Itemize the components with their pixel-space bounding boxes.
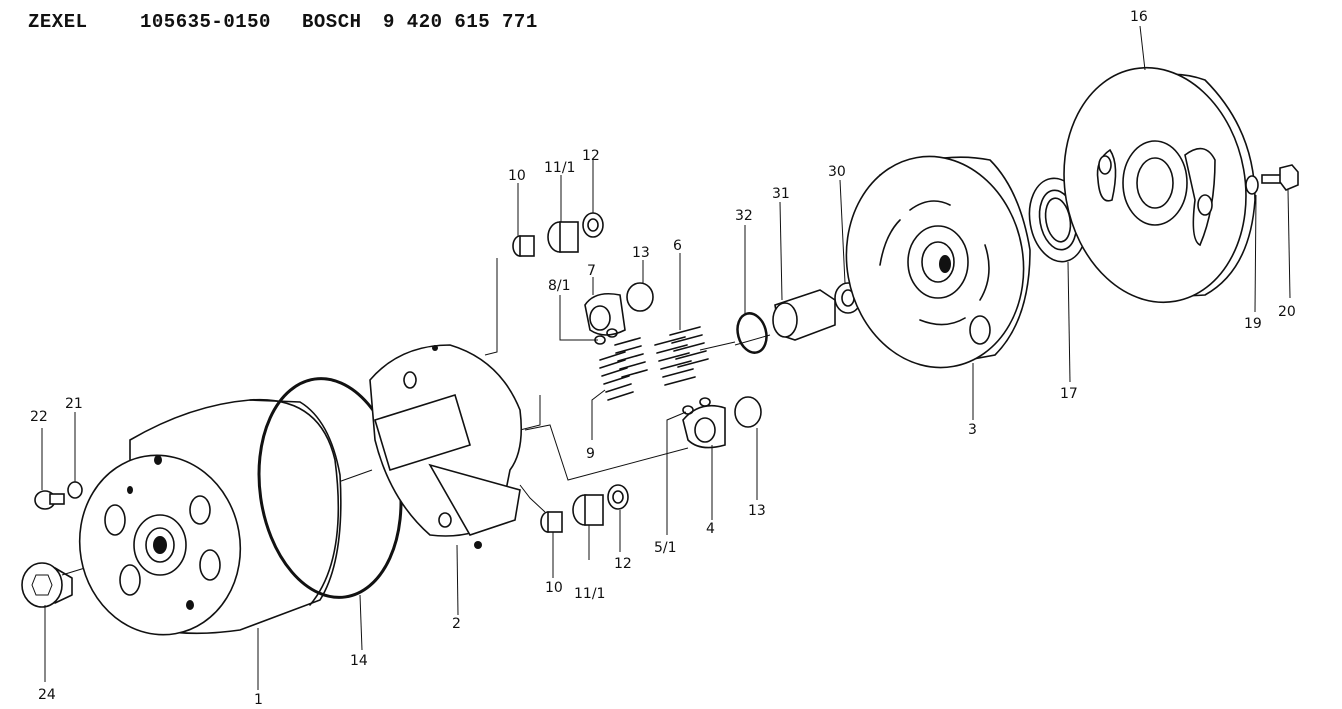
part-19-washer — [1245, 175, 1259, 195]
callout-9: 9 — [586, 446, 595, 462]
parts-10-11-12-lower — [540, 484, 629, 533]
callout-32: 32 — [735, 208, 753, 224]
callout-7: 7 — [587, 263, 596, 279]
callout-10-lower: 10 — [545, 580, 563, 596]
parts-8-5-shims — [594, 328, 711, 415]
part-9-springs — [599, 337, 648, 401]
part-16-end-plate — [1063, 66, 1256, 304]
part-20-bolt — [1261, 164, 1299, 191]
part-13-washer-lower — [734, 396, 762, 428]
callout-leaders — [41, 25, 1291, 690]
callout-4: 4 — [706, 521, 715, 537]
callout-1: 1 — [254, 692, 263, 708]
part-31-nut — [772, 289, 836, 341]
callout-11-1-lower: 11/1 — [574, 586, 605, 602]
callout-16: 16 — [1130, 9, 1148, 25]
callout-12-upper: 12 — [582, 148, 600, 164]
callout-20: 20 — [1278, 304, 1296, 320]
part-21-washer — [67, 481, 83, 499]
part-22-screw — [34, 490, 65, 510]
callout-10-upper: 10 — [508, 168, 526, 184]
part-3-drum-cover — [845, 155, 1031, 369]
header-brand-zexel: ZEXEL — [28, 11, 88, 33]
part-7-flyweight — [584, 292, 626, 336]
callout-30: 30 — [828, 164, 846, 180]
header: ZEXEL 105635-0150 BOSCH 9 420 615 771 — [28, 11, 538, 33]
part-2-hub — [369, 344, 523, 549]
callout-13-lower: 13 — [748, 503, 766, 519]
callout-3: 3 — [968, 422, 977, 438]
callout-21: 21 — [65, 396, 83, 412]
callout-24: 24 — [38, 687, 56, 703]
callout-17: 17 — [1060, 386, 1078, 402]
header-bosch-part-number: 9 420 615 771 — [383, 11, 538, 33]
parts-10-11-12-upper — [512, 212, 604, 257]
part-32-circlip — [736, 312, 768, 354]
callout-14: 14 — [350, 653, 368, 669]
part-1-housing — [78, 398, 342, 636]
callout-13-upper: 13 — [632, 245, 650, 261]
callout-12-lower: 12 — [614, 556, 632, 572]
callout-5-1: 5/1 — [654, 540, 677, 556]
callout-11-1-upper: 11/1 — [544, 160, 575, 176]
callout-22: 22 — [30, 409, 48, 425]
part-24-plug — [21, 562, 73, 608]
part-4-flyweight — [682, 404, 726, 449]
part-13-washer-upper — [626, 282, 654, 312]
callout-31: 31 — [772, 186, 790, 202]
callout-labels: 24 22 21 1 14 2 10 11/1 12 10 11/1 12 8/… — [30, 9, 1296, 708]
callout-19: 19 — [1244, 316, 1262, 332]
header-brand-bosch: BOSCH — [302, 11, 362, 33]
callout-2: 2 — [452, 616, 461, 632]
header-zexel-part-number: 105635-0150 — [140, 11, 271, 33]
callout-6: 6 — [673, 238, 682, 254]
part-6-springs — [654, 326, 709, 386]
callout-8-1: 8/1 — [548, 278, 571, 294]
